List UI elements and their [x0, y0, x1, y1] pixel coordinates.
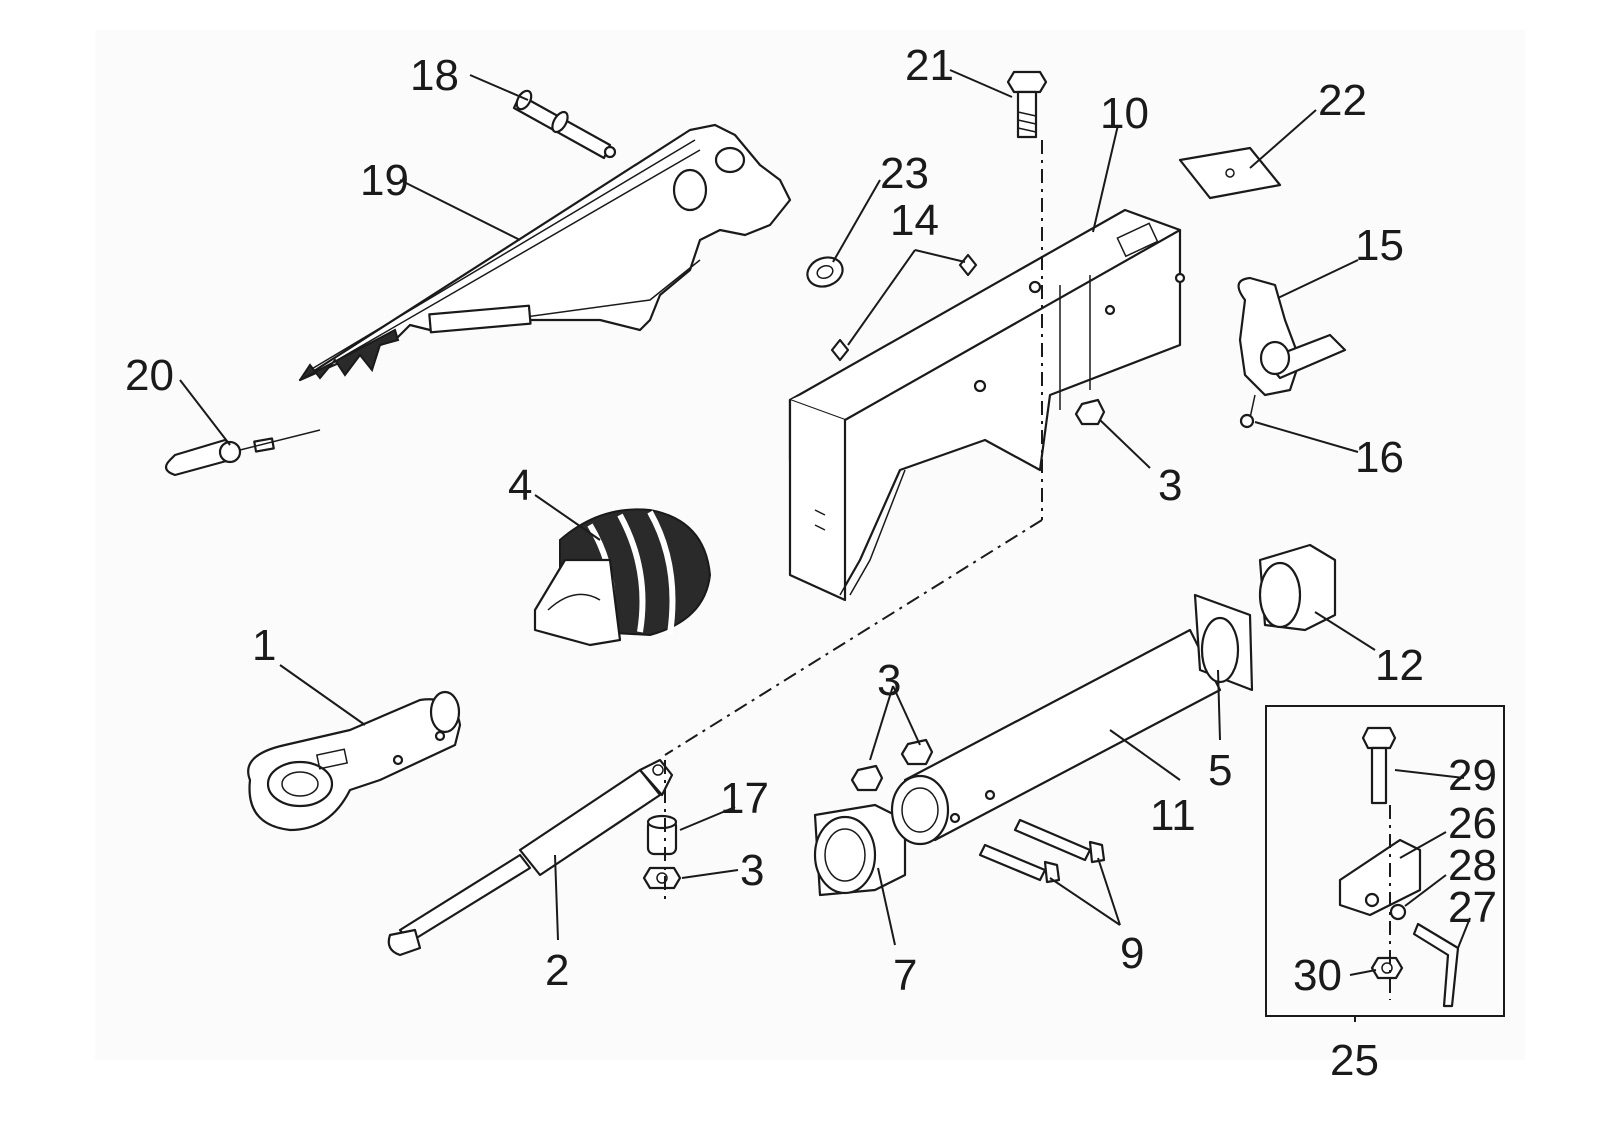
callout-9: 9: [1120, 929, 1144, 978]
assembly-center-lines: [664, 140, 1391, 1000]
callout-3-lower: 3: [740, 846, 764, 895]
callout-17: 17: [720, 774, 769, 823]
callout-5: 5: [1208, 746, 1232, 795]
part-1-towing-eye: [247, 690, 462, 832]
callout-7: 7: [893, 951, 917, 1000]
part-17-bushing: [646, 814, 678, 856]
part-2-shock-absorber: [387, 758, 674, 957]
part-5-flange: [1193, 593, 1254, 692]
part-15-latch: [1237, 276, 1347, 419]
part-26-bracket: [1338, 838, 1422, 917]
callout-14: 14: [890, 196, 939, 245]
part-23-washer: [806, 256, 844, 288]
callout-27: 27: [1448, 883, 1497, 932]
part-19-lever-arm: [298, 123, 792, 382]
callout-29: 29: [1448, 751, 1497, 800]
callout-2: 2: [545, 946, 569, 995]
part-28-washer: [1389, 903, 1407, 921]
callout-4: 4: [508, 461, 532, 510]
callout-26: 26: [1448, 799, 1497, 848]
callout-3-housing: 3: [1158, 461, 1182, 510]
callout-30: 30: [1293, 951, 1342, 1000]
callout-1: 1: [252, 621, 276, 670]
part-29-bolt: [1361, 726, 1397, 805]
callout-23: 23: [880, 149, 929, 198]
part-30-nut: [1370, 956, 1404, 980]
part-20-clip: [164, 429, 321, 477]
part-3-nut-lower: [642, 866, 682, 890]
callout-25: 25: [1330, 1036, 1379, 1085]
callout-28: 28: [1448, 841, 1497, 890]
callout-15: 15: [1355, 221, 1404, 270]
part-3-nuts-cluster: [850, 398, 1106, 792]
part-21-bolt: [1006, 70, 1048, 139]
part-14-grease-nipples: [830, 253, 978, 362]
callout-18: 18: [410, 51, 459, 100]
callout-21: 21: [905, 41, 954, 90]
part-22-plate: [1178, 146, 1282, 200]
part-12-sleeve: [1258, 543, 1337, 632]
callout-labels: 1 2 3 3 3 4 5 7 9 10 11 12 14 15 16 17 1…: [125, 41, 1497, 1085]
part-9-bolts: [978, 818, 1106, 884]
callout-12: 12: [1375, 641, 1424, 690]
part-11-tube: [890, 628, 1222, 846]
part-7-sleeve: [813, 803, 907, 897]
part-4-bellows: [533, 508, 712, 647]
part-16-small-pin: [1239, 413, 1255, 429]
part-10-housing: [788, 208, 1186, 602]
leader-lines: [179, 69, 1471, 1022]
callout-10: 10: [1100, 89, 1149, 138]
callout-22: 22: [1318, 76, 1367, 125]
callout-3-cluster: 3: [877, 656, 901, 705]
callout-16: 16: [1355, 433, 1404, 482]
callout-19: 19: [360, 156, 409, 205]
callout-11: 11: [1150, 791, 1196, 840]
callout-20: 20: [125, 351, 174, 400]
